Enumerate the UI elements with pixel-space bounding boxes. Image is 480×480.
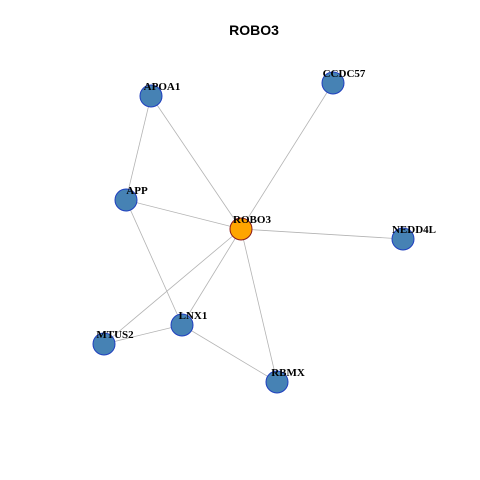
node-label-nedd4l: NEDD4L [392, 224, 436, 236]
graph-title: ROBO3 [229, 22, 279, 38]
node-robo3 [229, 217, 253, 241]
node-mtus2 [92, 332, 116, 356]
edge-robo3-ccdc57 [240, 82, 334, 230]
edge-robo3-rbmx [240, 228, 278, 383]
edge-app-lnx1 [125, 199, 183, 326]
node-nedd4l [391, 227, 415, 251]
node-label-lnx1: LNX1 [179, 310, 208, 322]
node-label-apoa1: APOA1 [144, 81, 181, 93]
node-label-robo3: ROBO3 [233, 214, 271, 226]
nodes-layer [92, 71, 415, 394]
edge-robo3-apoa1 [150, 95, 242, 230]
edge-robo3-app [125, 199, 242, 230]
node-app [114, 188, 138, 212]
edge-lnx1-rbmx [181, 324, 278, 383]
edge-robo3-lnx1 [181, 228, 242, 326]
node-label-rbmx: RBMX [271, 367, 305, 379]
edges-layer [103, 82, 404, 383]
node-ccdc57 [321, 71, 345, 95]
node-label-ccdc57: CCDC57 [323, 68, 366, 80]
node-rbmx [265, 370, 289, 394]
node-lnx1 [170, 313, 194, 337]
node-label-mtus2: MTUS2 [96, 329, 134, 341]
node-label-app: APP [126, 185, 148, 197]
edge-robo3-nedd4l [240, 228, 404, 240]
edge-lnx1-mtus2 [103, 324, 183, 345]
node-apoa1 [139, 84, 163, 108]
edge-robo3-mtus2 [103, 228, 242, 345]
edge-apoa1-app [125, 95, 152, 201]
